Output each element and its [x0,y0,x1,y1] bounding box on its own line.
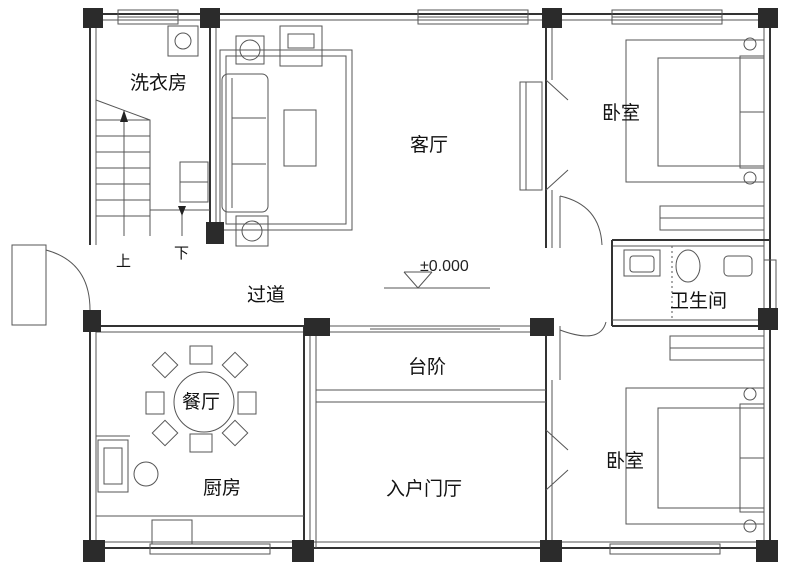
label-kitchen: 厨房 [203,477,241,499]
stair-up-label: 上 [116,252,131,270]
label-steps: 台阶 [408,356,446,378]
label-bedroom-top: 卧室 [602,102,640,124]
label-dining: 餐厅 [182,391,220,413]
doors [11,79,607,491]
columns [83,8,778,562]
label-entrance: 入户门厅 [386,478,462,500]
furniture [97,25,765,545]
elevation-label: ±0.000 [420,258,469,275]
walls [89,13,771,549]
windows [117,9,777,555]
label-corridor: 过道 [247,284,285,306]
label-laundry: 洗衣房 [130,72,187,94]
stair-down-label: 下 [174,244,189,262]
elevation-marker: ±0.000 [384,258,490,289]
label-bedroom-bottom: 卧室 [606,450,644,472]
label-living: 客厅 [410,134,448,156]
label-bathroom: 卫生间 [670,290,727,312]
room-labels: 洗衣房 客厅 卧室 卫生间 过道 餐厅 台阶 入户门厅 厨房 卧室 上 下 [116,72,727,500]
staircase [95,99,210,236]
